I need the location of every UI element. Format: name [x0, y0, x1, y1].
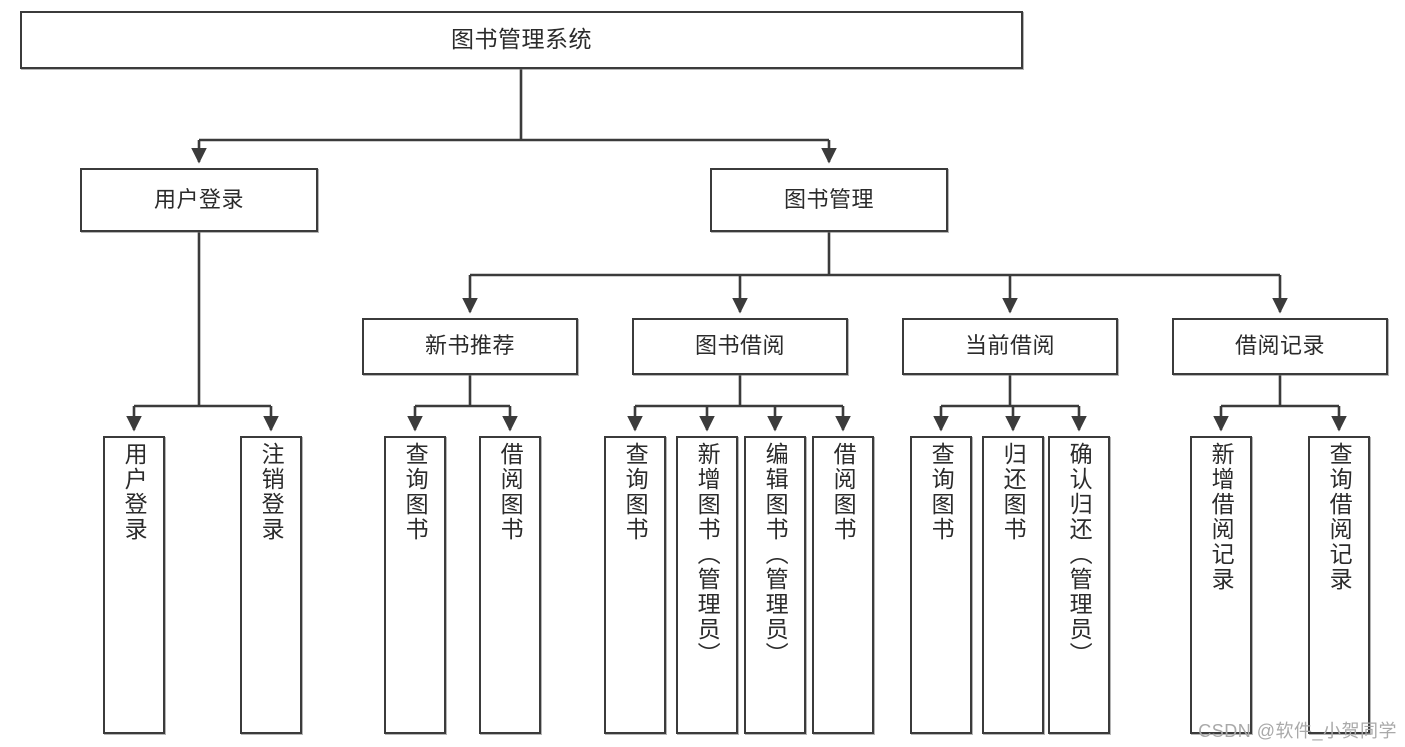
node-label: 用户登录	[121, 442, 148, 542]
node-label: 新增图书（管理员）	[694, 442, 721, 667]
node-label: 借阅记录	[1234, 333, 1325, 359]
node-book-management[interactable]: 图书管理	[710, 168, 948, 232]
node-label: 确认归还（管理员）	[1066, 442, 1093, 667]
leaf-borrow-book[interactable]: 借阅图书	[812, 436, 874, 734]
leaf-edit-book-admin[interactable]: 编辑图书（管理员）	[744, 436, 806, 734]
node-label: 查询图书	[928, 442, 955, 542]
leaf-add-book-admin[interactable]: 新增图书（管理员）	[676, 436, 738, 734]
node-label: 图书借阅	[694, 333, 785, 359]
leaf-borrow-book-recommend[interactable]: 借阅图书	[479, 436, 541, 734]
node-label: 查询借阅记录	[1326, 442, 1353, 592]
node-label: 借阅图书	[497, 442, 524, 542]
node-new-book-recommend[interactable]: 新书推荐	[362, 318, 578, 375]
node-label: 归还图书	[1000, 442, 1027, 542]
node-label: 当前借阅	[964, 333, 1055, 359]
leaf-confirm-return-admin[interactable]: 确认归还（管理员）	[1048, 436, 1110, 734]
node-label: 查询图书	[622, 442, 649, 542]
node-label: 用户登录	[153, 186, 244, 212]
node-user-login[interactable]: 用户登录	[80, 168, 318, 232]
leaf-query-book-recommend[interactable]: 查询图书	[384, 436, 446, 734]
leaf-return-book[interactable]: 归还图书	[982, 436, 1044, 734]
node-root-system[interactable]: 图书管理系统	[20, 11, 1023, 69]
leaf-query-book-borrow[interactable]: 查询图书	[604, 436, 666, 734]
node-label: 借阅图书	[830, 442, 857, 542]
node-current-borrow[interactable]: 当前借阅	[902, 318, 1118, 375]
node-label: 注销登录	[258, 442, 285, 542]
leaf-query-book-current[interactable]: 查询图书	[910, 436, 972, 734]
node-label: 新书推荐	[424, 333, 515, 359]
node-borrow-records[interactable]: 借阅记录	[1172, 318, 1388, 375]
node-label: 图书管理系统	[451, 26, 592, 53]
leaf-user-login[interactable]: 用户登录	[103, 436, 165, 734]
csdn-watermark: CSDN @软件_小贺同学	[1198, 721, 1397, 741]
node-book-borrow[interactable]: 图书借阅	[632, 318, 848, 375]
node-label: 查询图书	[402, 442, 429, 542]
leaf-query-borrow-record[interactable]: 查询借阅记录	[1308, 436, 1370, 734]
node-label: 图书管理	[783, 186, 874, 212]
leaf-logout[interactable]: 注销登录	[240, 436, 302, 734]
leaf-add-borrow-record[interactable]: 新增借阅记录	[1190, 436, 1252, 734]
node-label: 编辑图书（管理员）	[762, 442, 789, 667]
node-label: 新增借阅记录	[1208, 442, 1235, 592]
